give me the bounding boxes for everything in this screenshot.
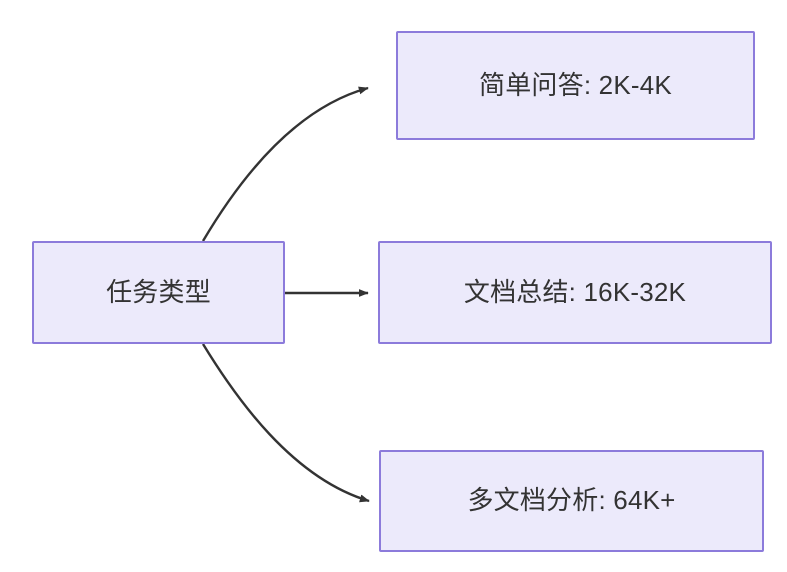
node-multi-doc[interactable]: 多文档分析: 64K+ — [379, 450, 764, 552]
node-multi-doc-label: 多文档分析: 64K+ — [467, 485, 676, 516]
node-simple-qa[interactable]: 简单问答: 2K-4K — [396, 31, 755, 140]
node-doc-summary-label: 文档总结: 16K-32K — [463, 276, 687, 307]
edge-root-to-simple-qa — [201, 86, 369, 242]
edge-root-to-multi-doc — [201, 343, 370, 503]
node-simple-qa-label: 简单问答: 2K-4K — [479, 69, 672, 100]
node-task-type-label: 任务类型 — [106, 276, 211, 307]
node-task-type[interactable]: 任务类型 — [32, 241, 285, 344]
node-doc-summary[interactable]: 文档总结: 16K-32K — [378, 241, 772, 344]
